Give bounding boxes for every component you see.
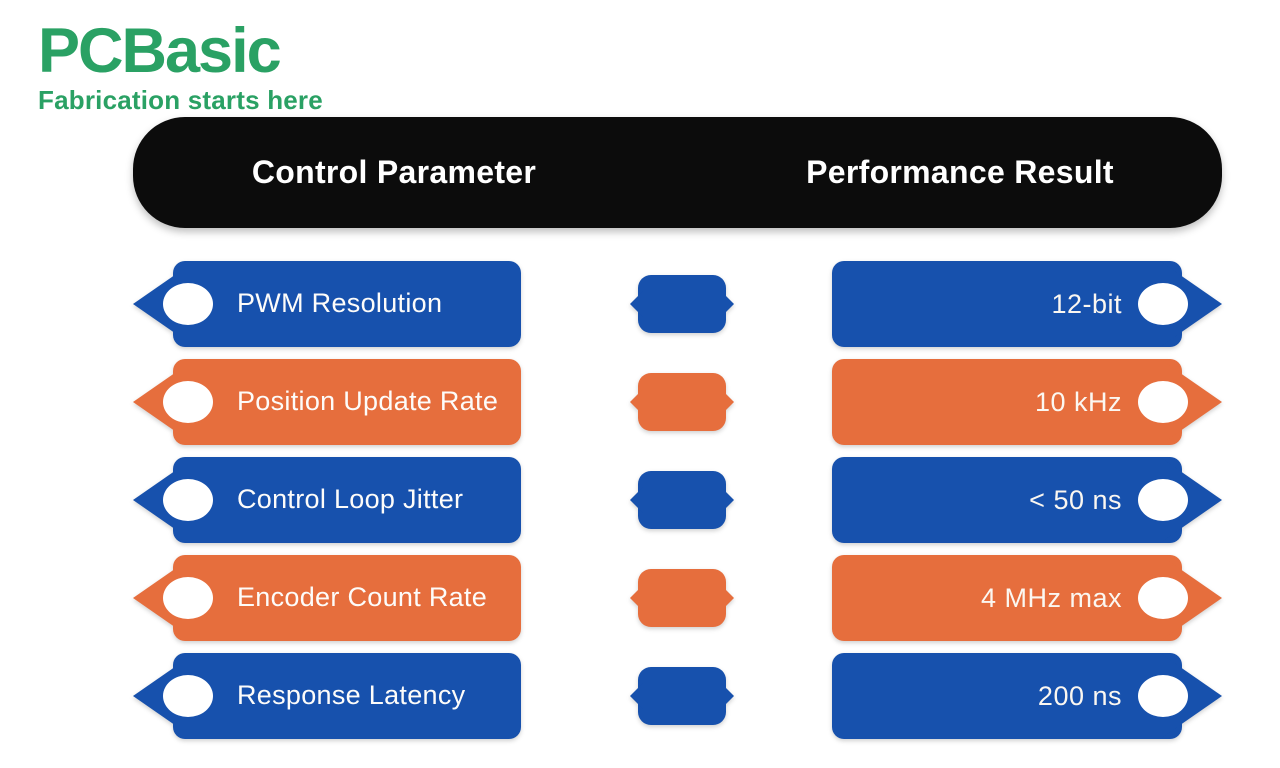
- connector-block: [638, 471, 726, 529]
- connector-left-point: [630, 585, 643, 611]
- parameter-label: Control Loop Jitter: [237, 484, 464, 515]
- table-row: Control Loop Jitter < 50 ns: [133, 457, 1222, 543]
- tag-right-body: [832, 653, 1182, 739]
- connector-shape: [630, 373, 734, 431]
- parameter-tag: Position Update Rate: [133, 359, 521, 445]
- parameter-tag: Encoder Count Rate: [133, 555, 521, 641]
- connector-left-point: [630, 683, 643, 709]
- table-header-bar: Control Parameter Performance Result: [133, 117, 1222, 228]
- parameter-tag: Control Loop Jitter: [133, 457, 521, 543]
- result-tag: 4 MHz max: [832, 555, 1222, 641]
- bullet-dot-icon: [163, 675, 213, 717]
- parameter-label: Response Latency: [237, 680, 466, 711]
- table-row: Encoder Count Rate 4 MHz max: [133, 555, 1222, 641]
- result-tag: < 50 ns: [832, 457, 1222, 543]
- tag-left-body: [173, 653, 521, 739]
- tag-left-body: [173, 261, 521, 347]
- parameter-tag: Response Latency: [133, 653, 521, 739]
- parameter-label: PWM Resolution: [237, 288, 443, 319]
- connector-shape: [630, 471, 734, 529]
- connector-block: [638, 275, 726, 333]
- connector-block: [638, 569, 726, 627]
- result-tag: 10 kHz: [832, 359, 1222, 445]
- rows-container: PWM Resolution 12-bit Position Update Ra…: [133, 261, 1222, 751]
- bullet-dot-icon: [1138, 479, 1188, 521]
- tag-left-body: [173, 359, 521, 445]
- connector-left-point: [630, 291, 643, 317]
- bullet-dot-icon: [163, 479, 213, 521]
- tag-right-body: [832, 261, 1182, 347]
- tag-right-body: [832, 457, 1182, 543]
- connector-right-point: [721, 389, 734, 415]
- parameter-label: Encoder Count Rate: [237, 582, 488, 613]
- bullet-dot-icon: [1138, 381, 1188, 423]
- parameter-tag: PWM Resolution: [133, 261, 521, 347]
- bullet-dot-icon: [1138, 675, 1188, 717]
- table-row: PWM Resolution 12-bit: [133, 261, 1222, 347]
- result-label: 200 ns: [1037, 680, 1122, 711]
- result-label: 4 MHz max: [980, 582, 1122, 613]
- connector-right-point: [721, 683, 734, 709]
- connector-shape: [630, 667, 734, 725]
- connector-block: [638, 667, 726, 725]
- tag-left-body: [173, 555, 521, 641]
- parameter-label: Position Update Rate: [237, 386, 499, 417]
- bullet-dot-icon: [1138, 577, 1188, 619]
- connector-left-point: [630, 487, 643, 513]
- tag-right-body: [832, 359, 1182, 445]
- connector-shape: [630, 275, 734, 333]
- result-label: 10 kHz: [1034, 386, 1122, 417]
- table-row: Response Latency 200 ns: [133, 653, 1222, 739]
- bullet-dot-icon: [1138, 283, 1188, 325]
- connector-block: [638, 373, 726, 431]
- connector-right-point: [721, 585, 734, 611]
- connector-right-point: [721, 487, 734, 513]
- connector-shape: [630, 569, 734, 627]
- brand-logo: PCBasic Fabrication starts here: [38, 20, 323, 116]
- tag-left-body: [173, 457, 521, 543]
- result-label: 12-bit: [1051, 288, 1122, 319]
- header-performance-result: Performance Result: [806, 154, 1114, 190]
- connector-left-point: [630, 389, 643, 415]
- bullet-dot-icon: [163, 381, 213, 423]
- result-label: < 50 ns: [1029, 484, 1122, 515]
- bullet-dot-icon: [163, 283, 213, 325]
- tag-right-body: [832, 555, 1182, 641]
- result-tag: 12-bit: [832, 261, 1222, 347]
- connector-right-point: [721, 291, 734, 317]
- brand-tagline: Fabrication starts here: [38, 85, 323, 115]
- header-control-parameter: Control Parameter: [251, 154, 537, 190]
- brand-logo-text: PCBasic: [38, 16, 282, 86]
- bullet-dot-icon: [163, 577, 213, 619]
- result-tag: 200 ns: [832, 653, 1222, 739]
- table-row: Position Update Rate 10 kHz: [133, 359, 1222, 445]
